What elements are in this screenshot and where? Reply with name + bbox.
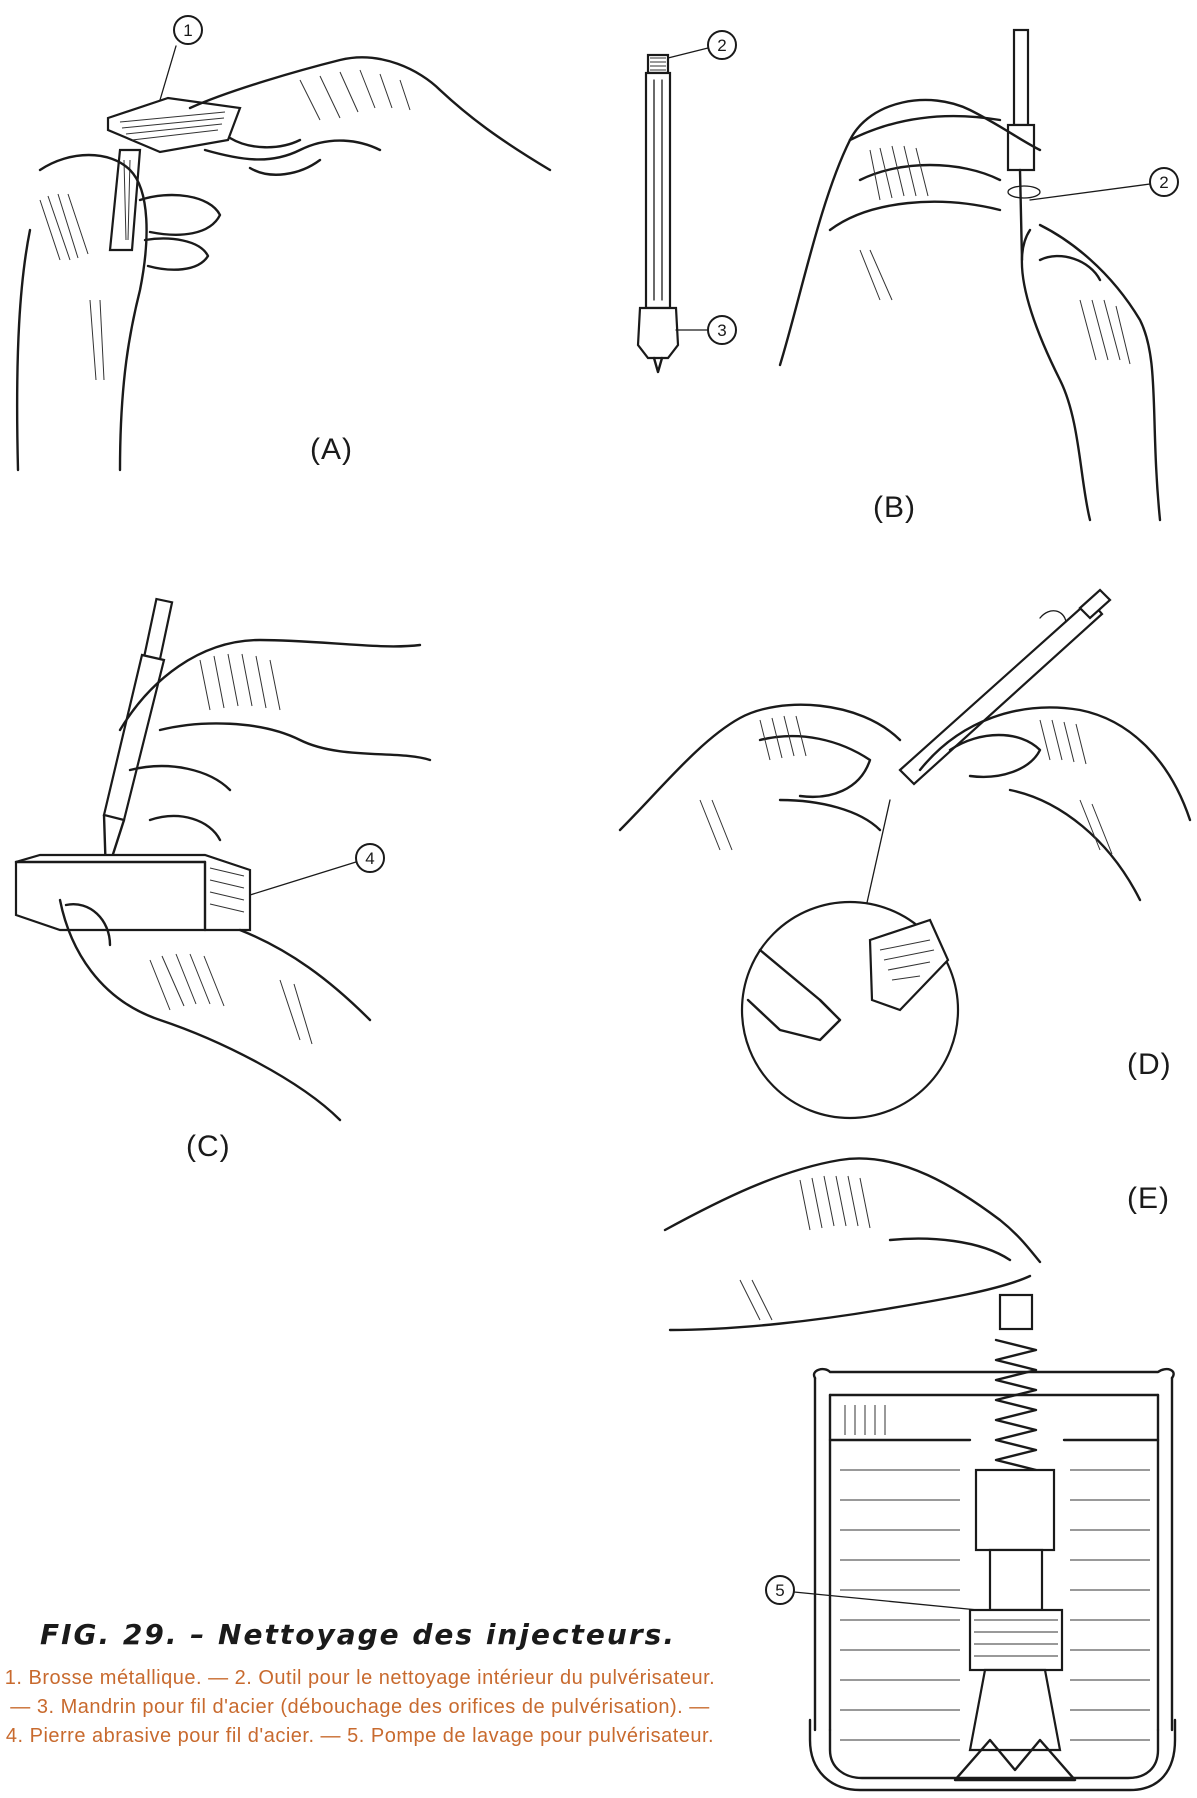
callout-2-injector: 2	[668, 31, 736, 59]
injector-illustration	[638, 55, 678, 372]
callout-4: 4	[250, 844, 384, 895]
panel-e-illustration	[665, 1158, 1175, 1790]
figure-caption: 1. Brosse métallique. — 2. Outil pour le…	[0, 1664, 720, 1751]
callout-2-b: 2	[1030, 168, 1178, 200]
panel-label-e: (E)	[1127, 1182, 1170, 1216]
svg-text:3: 3	[717, 321, 726, 340]
panel-d-illustration	[620, 590, 1190, 1118]
callout-5: 5	[766, 1576, 978, 1610]
panel-label-d: (D)	[1127, 1048, 1172, 1082]
svg-text:2: 2	[717, 36, 726, 55]
panel-a-illustration	[17, 57, 550, 470]
callout-1: 1	[160, 16, 202, 100]
panel-label-c: (C)	[186, 1130, 231, 1164]
panel-b-illustration	[780, 30, 1160, 520]
svg-text:5: 5	[775, 1581, 784, 1600]
svg-text:1: 1	[183, 21, 192, 40]
figure-title: FIG. 29. – Nettoyage des injecteurs.	[28, 1618, 688, 1651]
svg-text:4: 4	[365, 849, 374, 868]
callout-3: 3	[676, 316, 736, 344]
panel-label-b: (B)	[873, 491, 916, 525]
svg-text:2: 2	[1159, 173, 1168, 192]
panel-label-a: (A)	[310, 433, 353, 467]
